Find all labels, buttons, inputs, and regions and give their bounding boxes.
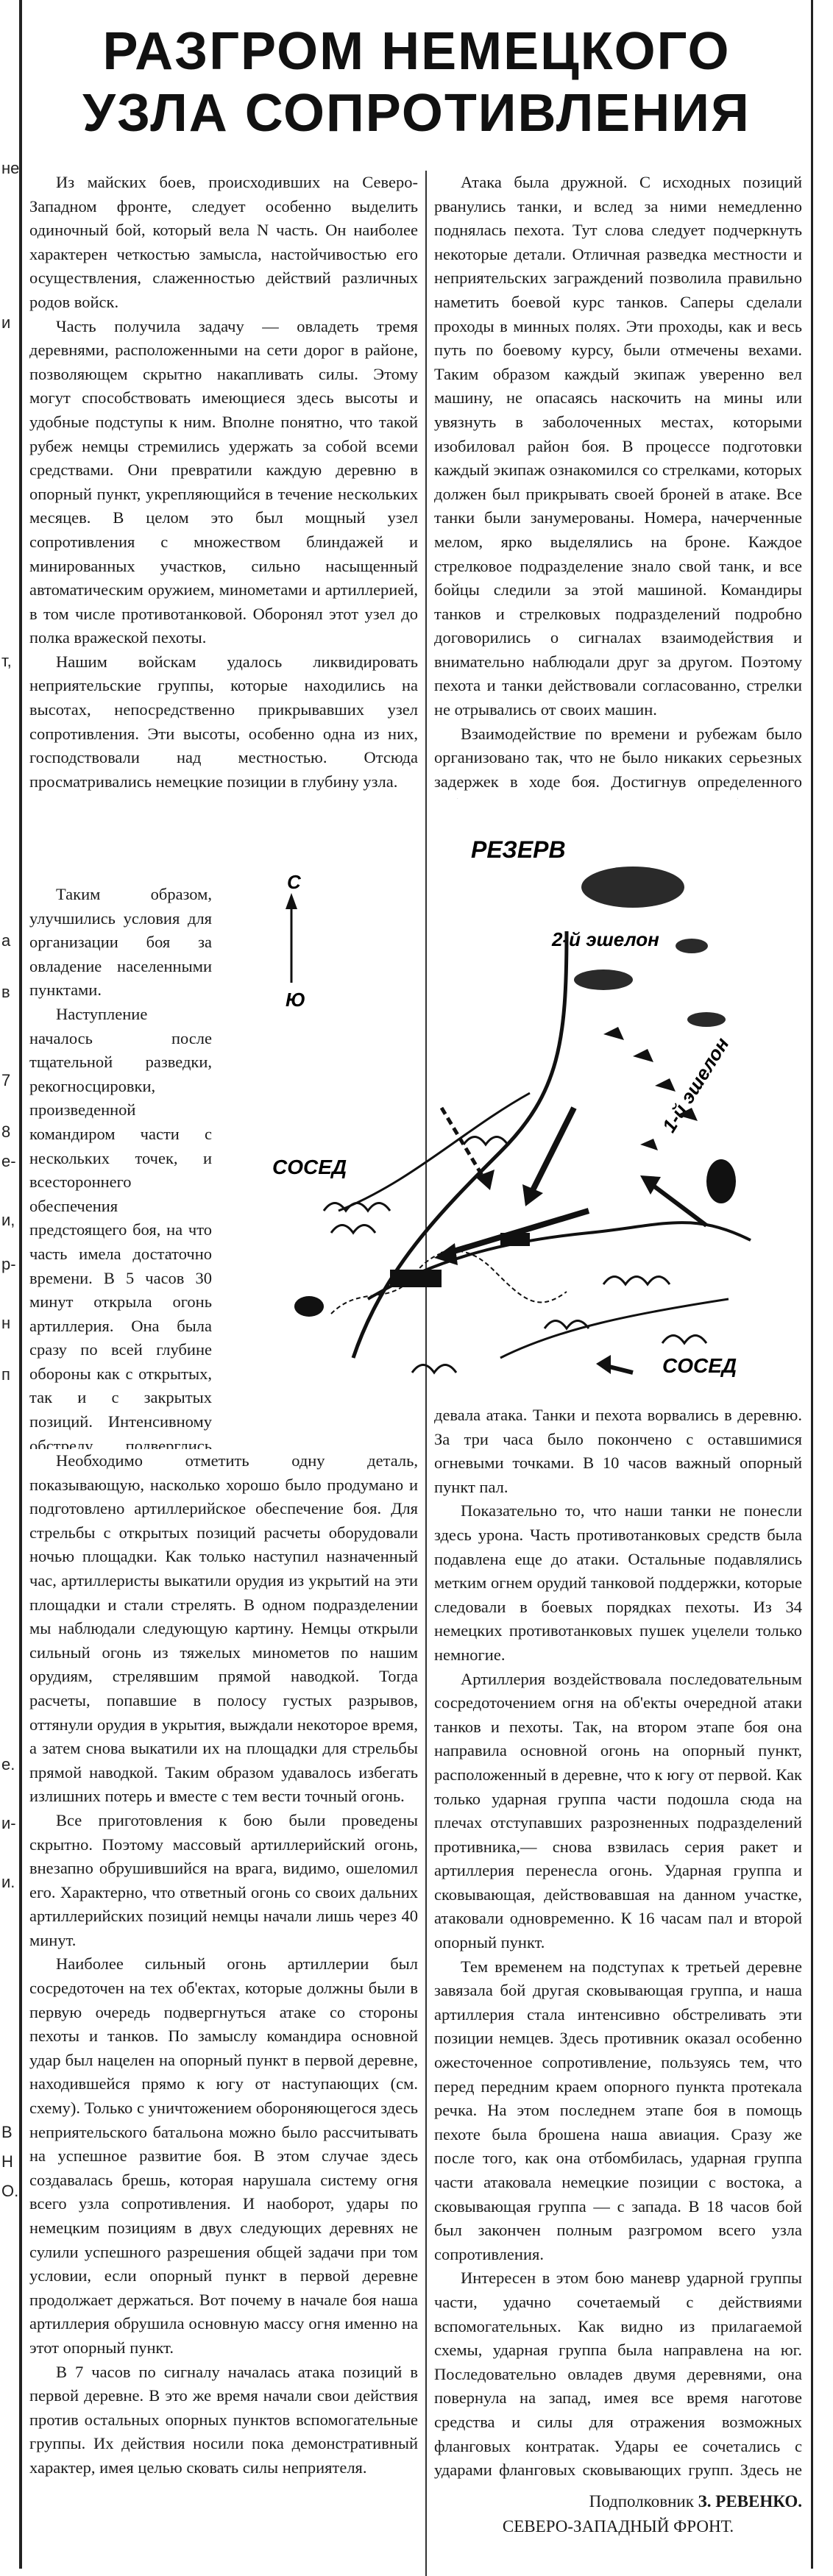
- author-front: СЕВЕРО-ЗАПАДНЫЙ ФРОНТ.: [502, 2517, 734, 2536]
- neighbor-right-label: СОСЕД: [662, 1354, 737, 1377]
- compass-icon: С Ю: [286, 871, 305, 1011]
- column-1-top: Из майских боев, происходивших на Северо…: [29, 171, 418, 884]
- paragraph: Интересен в этом бою маневр ударной груп…: [434, 2269, 802, 2485]
- edge-fragment: е.: [1, 1755, 15, 1773]
- paragraph: Наступление началось после тщательной ра…: [29, 1004, 212, 1449]
- paragraph: Все приготовления к бою были проведены с…: [29, 1810, 418, 1949]
- edge-fragment: п: [1, 1365, 10, 1384]
- south-label: Ю: [286, 989, 305, 1011]
- reserve-mark: [581, 867, 684, 908]
- paragraph: девала атака. Танки и пехота ворвались в…: [434, 1406, 802, 1496]
- edge-fragment: р-: [1, 1255, 16, 1273]
- left-column-rule: [19, 0, 22, 2569]
- author-name: З. РЕВЕНКО.: [698, 2492, 802, 2511]
- column-1-bottom: Необходимо отметить одну деталь, показыв…: [29, 1449, 418, 2532]
- edge-fragment: и: [1, 313, 11, 332]
- author-signature: Подполковник З. РЕВЕНКО. СЕВЕРО-ЗАПАДНЫЙ…: [434, 2489, 802, 2539]
- attack-arrows: [434, 1106, 708, 1265]
- paragraph: Артиллерия воздействовала последовательн…: [434, 1669, 802, 1952]
- edge-fragment: а: [1, 931, 11, 950]
- north-label: С: [287, 871, 302, 893]
- right-page-rule: [811, 0, 813, 2569]
- edge-fragment: в: [1, 983, 10, 1001]
- edge-fragment: е-: [1, 1152, 16, 1170]
- wood-areas: [322, 1136, 708, 1375]
- paragraph: Взаимодействие по времени и рубежам было…: [434, 724, 802, 799]
- edge-fragment: O.: [1, 2182, 19, 2200]
- echelon2-mark: [574, 969, 633, 990]
- reserve-label: РЕЗЕРВ: [471, 836, 566, 863]
- middle-column-rule: [425, 171, 427, 2576]
- paragraph: Нашим войскам удалось ликвидировать непр…: [29, 652, 418, 791]
- echelon2-label: 2-й эшелон: [551, 928, 659, 950]
- edge-fragment: Н: [1, 2152, 13, 2171]
- echelon2-mark: [676, 939, 708, 953]
- column-2-bottom: девала атака. Танки и пехота ворвались в…: [434, 1403, 802, 2485]
- road: [366, 1221, 751, 1301]
- edge-fragment: и,: [1, 1211, 15, 1229]
- paragraph: Часть получила задачу — овладеть тремя д…: [29, 316, 418, 647]
- paragraph: Тем временем на подступах к третьей дере…: [434, 1957, 802, 2263]
- battle-scheme-map: С Ю РЕЗЕРВ 2-й эшелон 1-й эшелон: [272, 836, 751, 1377]
- article-headline: РАЗГРОМ НЕМЕЦКОГО УЗЛА СОПРОТИВЛЕНИЯ: [82, 22, 751, 143]
- paragraph: В 7 часов по сигналу началась атака пози…: [29, 2362, 418, 2477]
- paragraph: Из майских боев, происходивших на Северо…: [29, 173, 418, 311]
- cropped-neighbor-column: не и т, а в 7 8 е- и, р- н п е. и- и. B …: [0, 0, 19, 2569]
- paragraph: Наиболее сильный огонь артиллерии был со…: [29, 1954, 418, 2357]
- paragraph: Необходимо отметить одну деталь, показыв…: [29, 1451, 418, 1806]
- road: [500, 1298, 729, 1359]
- edge-fragment: не: [1, 159, 20, 177]
- edge-fragment: 7: [1, 1071, 11, 1089]
- narrow-column-beside-map: Таким образом, улучшились условия для ор…: [29, 883, 212, 1449]
- edge-fragment: т,: [1, 652, 12, 670]
- road: [338, 1092, 531, 1212]
- paragraph: Таким образом, улучшились условия для ор…: [29, 885, 212, 1000]
- echelon2-mark: [687, 1012, 726, 1027]
- enemy-strongpoints: [294, 1159, 736, 1317]
- paragraph: Показательно то, что наши танки не понес…: [434, 1501, 802, 1664]
- edge-fragment: B: [1, 2123, 13, 2141]
- neighbor-left-label: СОСЕД: [272, 1156, 347, 1178]
- edge-fragment: и-: [1, 1814, 16, 1832]
- paragraph: Атака была дружной. С исходных позиций р…: [434, 173, 802, 719]
- edge-fragment: н: [1, 1314, 11, 1332]
- edge-fragment: и.: [1, 1873, 15, 1891]
- column-2-top: Атака была дружной. С исходных позиций р…: [434, 171, 802, 799]
- road: [351, 931, 569, 1359]
- edge-fragment: 8: [1, 1122, 11, 1141]
- author-rank: Подполковник: [589, 2492, 694, 2511]
